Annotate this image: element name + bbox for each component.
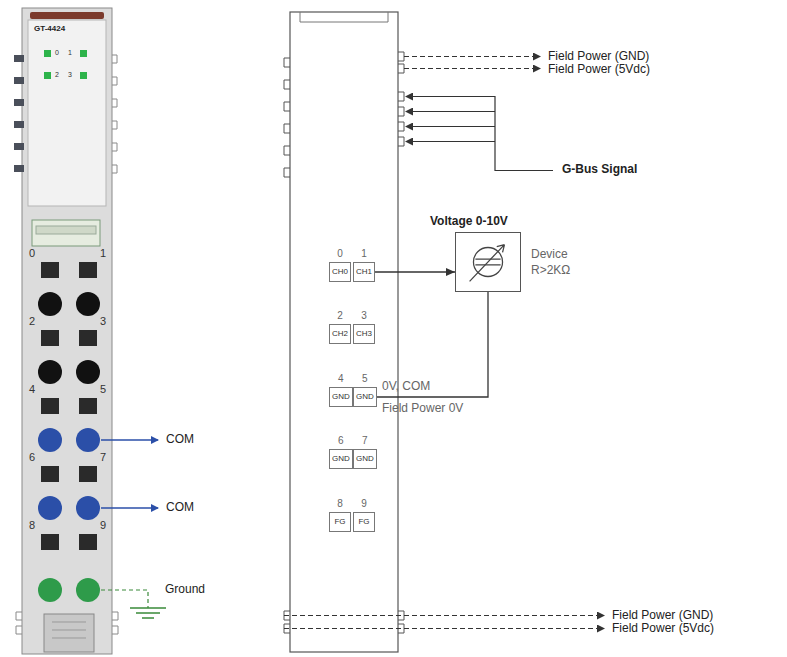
potentiometer-symbol	[455, 232, 521, 292]
terminal-number: 8	[29, 519, 35, 532]
terminal-number: 9	[100, 519, 106, 532]
terminal-number: 4	[329, 373, 353, 385]
power-label: Field Power (5Vdc)	[548, 63, 650, 77]
terminal-node: 7GND	[353, 435, 377, 469]
pin-label: COM	[166, 433, 194, 447]
terminal-box: FG	[329, 512, 351, 532]
led-number: 3	[68, 71, 72, 79]
wire-label: 0V, COM	[382, 380, 430, 394]
terminal-node: 6GND	[329, 435, 353, 469]
terminal-number: 4	[29, 383, 35, 396]
terminal-number: 2	[29, 315, 35, 328]
terminal-box: GND	[353, 387, 377, 407]
terminal-box: GND	[353, 449, 377, 469]
device-node: Voltage 0-10V Device R>2KΩ	[430, 214, 581, 292]
device-row: Device R>2KΩ	[455, 232, 581, 292]
terminal-node: 8FG	[329, 498, 351, 532]
terminal-node: 1CH1	[353, 248, 375, 282]
terminal-number: 3	[100, 315, 106, 328]
com-pointer	[101, 440, 158, 508]
led-number: 2	[55, 71, 59, 79]
terminal-number: 6	[329, 435, 353, 447]
terminal-box: GND	[329, 449, 353, 469]
led-number: 1	[68, 49, 72, 57]
terminal-number: 2	[329, 310, 351, 322]
terminal-number: 6	[29, 451, 35, 464]
terminal-number: 9	[353, 498, 375, 510]
terminal-node: 0CH0	[329, 248, 351, 282]
terminal-number: 1	[100, 247, 106, 260]
terminal-number: 1	[353, 248, 375, 260]
device-text: Device R>2KΩ	[531, 246, 581, 278]
ground-symbol	[101, 590, 166, 618]
field-power-arrow	[284, 57, 604, 629]
wire-line	[375, 271, 455, 272]
terminal-box: GND	[329, 387, 353, 407]
terminal-node: 4GND	[329, 373, 353, 407]
terminal-box: CH0	[329, 262, 351, 282]
wire-line	[377, 292, 488, 397]
terminal-number: 0	[29, 247, 35, 260]
power-label: Field Power (GND)	[612, 609, 713, 623]
terminal-box: FG	[353, 512, 375, 532]
terminal-box: CH3	[353, 324, 375, 344]
terminal-number: 5	[353, 373, 377, 385]
terminal-node: 9FG	[353, 498, 375, 532]
symbol-arrow	[470, 245, 505, 282]
terminal-box: CH1	[353, 262, 375, 282]
terminal-box: CH2	[329, 324, 351, 344]
signal-wire	[375, 268, 455, 276]
ground-label: Ground	[165, 583, 205, 597]
terminal-number: 7	[353, 435, 377, 447]
signal-label: G-Bus Signal	[562, 163, 637, 177]
terminal-housing	[284, 12, 404, 652]
device-heading: Voltage 0-10V	[430, 214, 581, 228]
terminal-node: 5GND	[353, 373, 377, 407]
signal-wire	[377, 292, 488, 397]
terminal-number: 8	[329, 498, 351, 510]
led-number: 0	[55, 49, 59, 57]
arrow-head	[446, 268, 455, 276]
pin-label: COM	[166, 501, 194, 515]
terminal-number: 7	[100, 451, 106, 464]
module-name: GT-4424	[34, 24, 65, 33]
g-bus-arrow	[406, 96, 553, 171]
io-module-drawing	[14, 8, 118, 654]
terminal-number: 5	[100, 383, 106, 396]
power-label: Field Power (GND)	[548, 50, 649, 64]
terminal-number: 0	[329, 248, 351, 260]
power-label: Field Power (5Vdc)	[612, 622, 714, 636]
terminal-number: 3	[353, 310, 375, 322]
terminal-node: 3CH3	[353, 310, 375, 344]
wire-label: Field Power 0V	[382, 402, 463, 416]
terminal-node: 2CH2	[329, 310, 351, 344]
potentiometer-graphic	[456, 233, 520, 291]
